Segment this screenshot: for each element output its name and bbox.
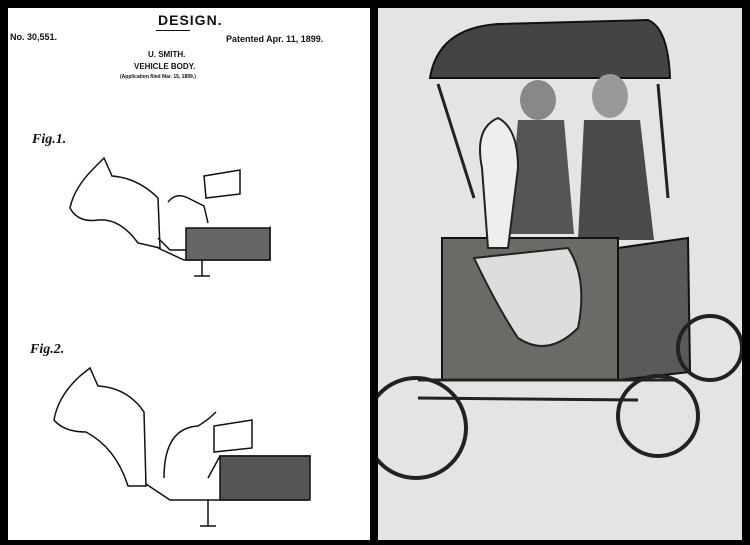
fig1-label: Fig.1. (32, 132, 67, 147)
patent-application: (Application filed Mar. 15, 1899.) (120, 74, 196, 80)
carriage-illustration-panel (378, 8, 742, 540)
fig2-drawing (53, 366, 311, 527)
patent-heading: DESIGN. (158, 12, 223, 28)
horse-head (479, 116, 520, 249)
canopy-top (428, 18, 672, 79)
fig2-label: Fig.2. (30, 342, 65, 357)
wheels (378, 314, 742, 480)
patent-title: VEHICLE BODY. (134, 62, 196, 71)
patent-drawing-panel: DESIGN. No. 30,551. Patented Apr. 11, 18… (8, 8, 370, 540)
patent-date: Patented Apr. 11, 1899. (226, 34, 324, 44)
horse-head-carriage-illustration (378, 18, 742, 480)
vehicle-body-drawings (53, 156, 311, 527)
heading-underline (156, 30, 190, 31)
fig1-drawing (69, 156, 271, 277)
patent-number: No. 30,551. (10, 32, 58, 42)
patent-inventor: U. SMITH. (148, 50, 186, 59)
